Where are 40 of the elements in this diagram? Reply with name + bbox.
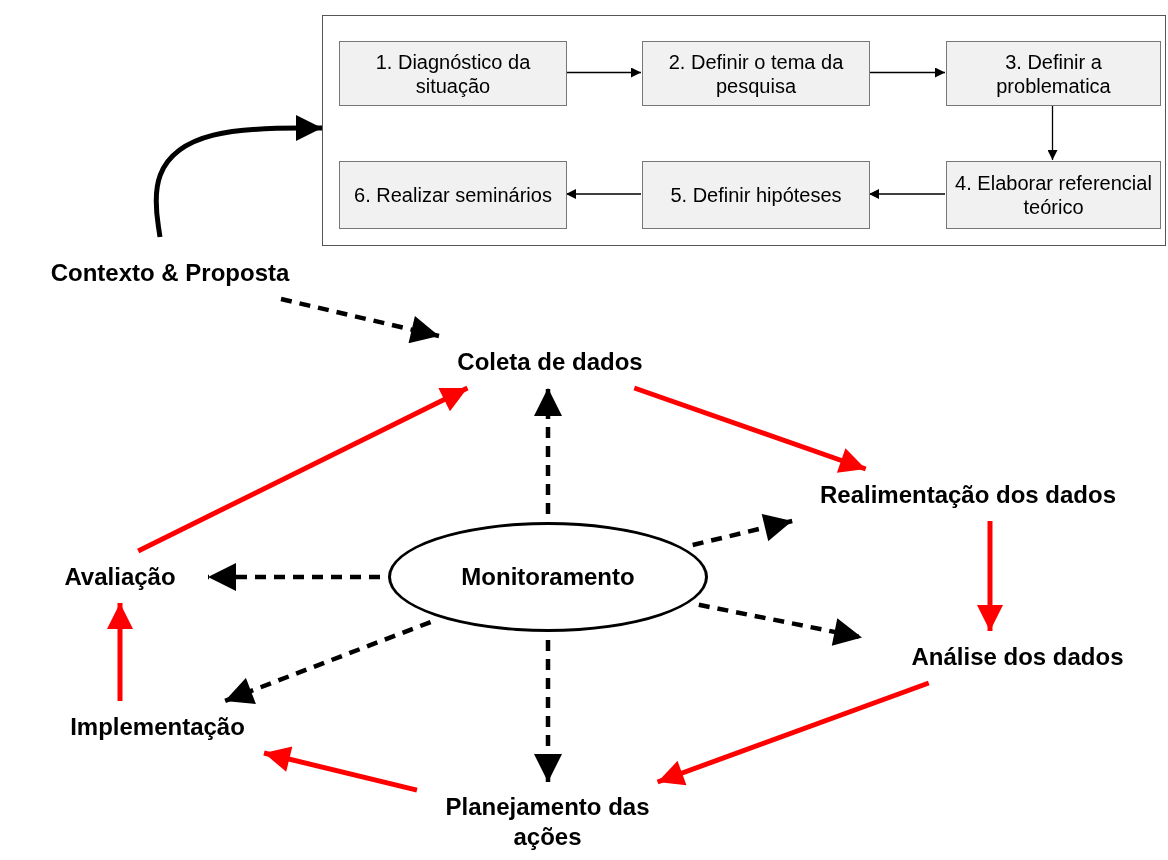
arrow (107, 603, 133, 701)
stage-label: Coleta de dados (420, 344, 680, 380)
arrow (656, 680, 930, 786)
arrow (137, 385, 469, 554)
frame-box (322, 15, 1166, 246)
dashed-arrow (698, 602, 863, 646)
stage-label: Avaliação (40, 559, 200, 595)
dashed-arrow (208, 563, 380, 591)
stage-label: Contexto & Proposta (5, 255, 335, 291)
ellipse-label: Monitoramento (461, 563, 635, 591)
arrow (565, 67, 642, 78)
stage-label: Planejamento das ações (425, 790, 670, 854)
step-text: 6. Realizar seminários (354, 183, 552, 207)
dashed-arrow (534, 388, 562, 514)
process-box (339, 41, 567, 106)
arrow (868, 67, 946, 78)
arrow (1047, 104, 1058, 161)
step-text: 5. Definir hipóteses (670, 183, 842, 207)
dashed-arrow (692, 513, 793, 548)
dashed-arrow (223, 619, 432, 705)
stage-label: Implementação (35, 709, 280, 745)
arrow (868, 189, 946, 199)
process-box (339, 161, 567, 229)
step-text: 1. Diagnóstico da situação (374, 49, 532, 98)
arrow (633, 385, 867, 473)
arrow (153, 115, 322, 238)
step-text: 2. Definir o tema da pesquisa (667, 49, 845, 98)
step-text: 3. Definir a problematica (995, 49, 1112, 98)
step-text: 4. Elaborar referencial teórico (954, 171, 1153, 219)
dashed-arrow (534, 640, 562, 782)
process-box (642, 161, 870, 229)
dashed-arrow (280, 296, 440, 344)
process-box (946, 41, 1161, 106)
arrow (263, 746, 418, 793)
arrow (977, 521, 1003, 631)
stage-label: Análise dos dados (870, 639, 1165, 675)
arrow (565, 189, 642, 199)
stage-label: Realimentação dos dados (770, 477, 1166, 513)
process-box (946, 161, 1161, 229)
process-box (642, 41, 870, 106)
